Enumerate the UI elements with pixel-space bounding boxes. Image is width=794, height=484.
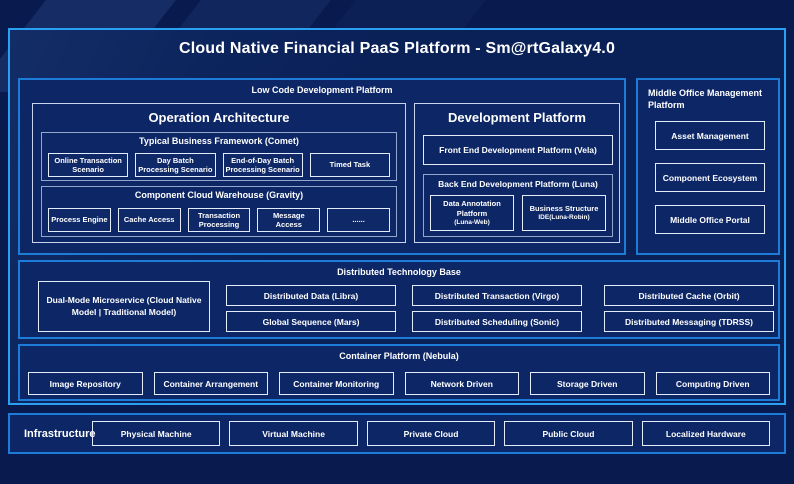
section-distributed-technology-base: Distributed Technology Base Dual-Mode Mi… (18, 260, 780, 339)
item-container-arrangement: Container Arrangement (153, 372, 268, 395)
item-container-monitoring: Container Monitoring (279, 372, 394, 395)
item-ellipsis-more: ...... (327, 208, 390, 232)
box-component-cloud-warehouse-gravity: Component Cloud Warehouse (Gravity) Proc… (41, 186, 397, 237)
section-low-code-development-platform: Low Code Development Platform Operation … (18, 78, 626, 255)
item-distributed-transaction-virgo: Distributed Transaction (Virgo) (412, 285, 582, 306)
item-distributed-cache-orbit: Distributed Cache (Orbit) (604, 285, 774, 306)
infrastructure-items-row: Physical Machine Virtual Machine Private… (92, 421, 784, 446)
sub-box-title: Typical Business Framework (Comet) (139, 136, 299, 146)
item-middle-office-portal: Middle Office Portal (655, 205, 765, 234)
item-dual-mode-microservice: Dual-Mode Microservice (Cloud Native Mod… (38, 281, 210, 332)
section-container-platform-nebula: Container Platform (Nebula) Image Reposi… (18, 344, 780, 401)
section-middle-office-management-platform: Middle Office Management Platform Asset … (636, 78, 780, 255)
section-label: Middle Office Management Platform (648, 88, 763, 110)
item-label: Data Annotation Platform (443, 199, 501, 218)
item-public-cloud: Public Cloud (504, 421, 633, 446)
section-label: Low Code Development Platform (251, 85, 393, 95)
box-title: Development Platform (448, 110, 586, 125)
warehouse-items-row: Process Engine Cache Access Transaction … (48, 208, 390, 232)
item-day-batch-processing-scenario: Day Batch Processing Scenario (135, 153, 216, 177)
item-physical-machine: Physical Machine (92, 421, 221, 446)
framework-items-row: Online Transaction Scenario Day Batch Pr… (48, 153, 390, 177)
item-computing-driven: Computing Driven (655, 372, 770, 395)
page-title: Cloud Native Financial PaaS Platform - S… (178, 40, 616, 57)
section-label: Infrastructure (24, 427, 96, 440)
item-process-engine: Process Engine (48, 208, 111, 232)
section-label: Distributed Technology Base (337, 267, 461, 277)
box-typical-business-framework-comet: Typical Business Framework (Comet) Onlin… (41, 132, 397, 181)
distributed-column: Distributed Cache (Orbit) Distributed Me… (604, 285, 774, 332)
item-component-ecosystem: Component Ecosystem (655, 163, 765, 192)
item-transaction-processing: Transaction Processing (187, 208, 251, 232)
item-label: Business Structure (529, 203, 599, 213)
item-distributed-messaging-tdrss: Distributed Messaging (TDRSS) (604, 311, 774, 332)
item-asset-management: Asset Management (655, 121, 765, 150)
box-development-platform: Development Platform Front End Developme… (414, 103, 620, 243)
item-storage-driven: Storage Driven (530, 372, 645, 395)
sub-box-title: Back End Development Platform (Luna) (438, 179, 598, 189)
distributed-column: Distributed Transaction (Virgo) Distribu… (412, 285, 582, 332)
item-distributed-data-libra: Distributed Data (Libra) (226, 285, 396, 306)
item-message-access: Message Access (257, 208, 321, 232)
section-infrastructure: Infrastructure Physical Machine Virtual … (8, 413, 786, 454)
item-end-of-day-batch-processing-scenario: End-of-Day Batch Processing Scenario (222, 153, 303, 177)
item-data-annotation-platform: Data Annotation Platform (Luna-Web) (430, 195, 514, 231)
platform-frame: Cloud Native Financial PaaS Platform - S… (8, 28, 786, 405)
item-global-sequence-mars: Global Sequence (Mars) (226, 311, 396, 332)
item-cache-access: Cache Access (117, 208, 181, 232)
section-label: Container Platform (Nebula) (339, 351, 459, 361)
distributed-column: Distributed Data (Libra) Global Sequence… (226, 285, 396, 332)
item-front-end-development-platform-vela: Front End Development Platform (Vela) (423, 135, 613, 165)
item-private-cloud: Private Cloud (366, 421, 496, 446)
item-business-structure-ide: Business Structure IDE(Luna-Robin) (522, 195, 606, 231)
item-timed-task: Timed Task (309, 153, 390, 177)
item-virtual-machine: Virtual Machine (229, 421, 358, 446)
sub-box-title: Component Cloud Warehouse (Gravity) (134, 190, 304, 200)
item-distributed-scheduling-sonic: Distributed Scheduling (Sonic) (412, 311, 582, 332)
container-items-row: Image Repository Container Arrangement C… (28, 372, 770, 395)
box-operation-architecture: Operation Architecture Typical Business … (32, 103, 406, 243)
item-sublabel: (Luna-Web) (454, 218, 490, 226)
back-end-items-row: Data Annotation Platform (Luna-Web) Busi… (430, 195, 606, 231)
item-localized-hardware: Localized Hardware (641, 421, 771, 446)
box-back-end-development-platform-luna: Back End Development Platform (Luna) Dat… (423, 174, 613, 237)
item-online-transaction-scenario: Online Transaction Scenario (48, 153, 129, 177)
item-network-driven: Network Driven (404, 372, 519, 395)
box-title: Operation Architecture (148, 110, 290, 125)
item-sublabel: IDE(Luna-Robin) (538, 213, 590, 221)
item-image-repository: Image Repository (28, 372, 143, 395)
